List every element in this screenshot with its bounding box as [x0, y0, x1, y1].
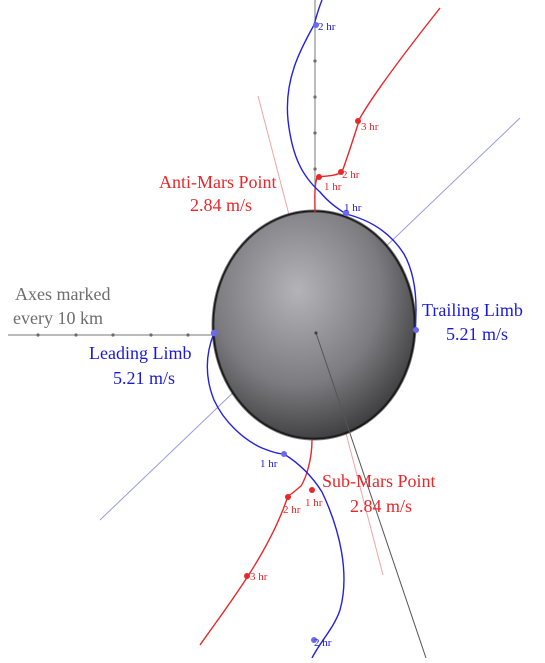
sub-mars-title: Sub-Mars Point — [322, 471, 436, 491]
diagonal-axis — [315, 332, 427, 659]
trailing-limb-title: Trailing Limb — [422, 300, 523, 320]
blue-time-dots — [210, 22, 419, 643]
label-blue-bottom-2hr: 2 hr — [314, 637, 332, 649]
leading-limb-title: Leading Limb — [89, 343, 191, 363]
red-time-dots — [244, 118, 361, 579]
sub-mars-trajectory — [199, 439, 313, 646]
label-red-bottom-3hr: 3 hr — [250, 571, 268, 583]
axes-note-line2: every 10 km — [13, 308, 103, 328]
label-red-top-2hr: 2 hr — [342, 169, 360, 181]
anti-mars-speed: 2.84 m/s — [190, 195, 252, 215]
horizontal-axis-ticks — [36, 333, 190, 337]
trailing-limb-speed: 5.21 m/s — [446, 324, 508, 344]
sub-mars-speed: 2.84 m/s — [350, 496, 412, 516]
label-red-top-3hr: 3 hr — [361, 121, 379, 133]
label-blue-top-1hr: 1 hr — [344, 202, 362, 214]
body-center-mark — [314, 331, 318, 335]
axes-note-line1: Axes marked — [15, 284, 110, 304]
label-red-bottom-2hr: 2 hr — [283, 504, 301, 516]
anti-mars-title: Anti-Mars Point — [159, 172, 277, 192]
label-blue-top-2hr: 2 hr — [318, 21, 336, 33]
label-blue-bottom-1hr: 1 hr — [260, 458, 278, 470]
label-red-bottom-1hr: 1 hr — [305, 497, 323, 509]
label-red-top-1hr: 1 hr — [324, 181, 342, 193]
anti-mars-trajectory — [314, 7, 441, 213]
leading-limb-speed: 5.21 m/s — [113, 368, 175, 388]
